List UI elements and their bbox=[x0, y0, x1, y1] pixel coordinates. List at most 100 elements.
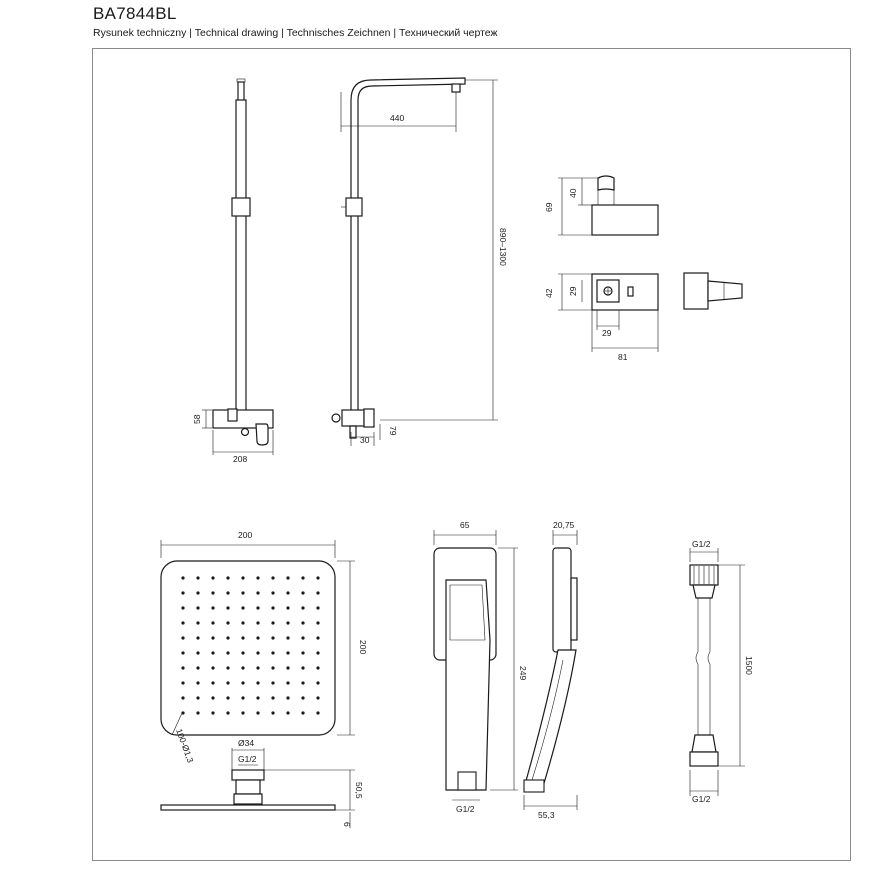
head-shower-top: 200 200 100-Ø1,3 bbox=[160, 530, 368, 764]
nozzle-dot bbox=[301, 696, 305, 700]
nozzle-dot bbox=[181, 621, 185, 625]
nozzle-dot bbox=[226, 711, 230, 715]
nozzle-dot bbox=[211, 696, 215, 700]
nozzle-dot bbox=[226, 681, 230, 685]
nozzle-dot bbox=[286, 576, 290, 580]
shower-hose: G1/2 1500 G1/2 bbox=[689, 539, 754, 804]
dim-head-width: 200 bbox=[238, 530, 252, 540]
nozzle-dot bbox=[181, 606, 185, 610]
head-shower-side: Ø34 G1/2 50,5 6 bbox=[160, 738, 364, 828]
nozzle-dot bbox=[271, 651, 275, 655]
nozzle-dot bbox=[301, 636, 305, 640]
nozzle-dot bbox=[286, 591, 290, 595]
dim-holder-69: 69 bbox=[544, 202, 554, 212]
nozzle-dot bbox=[181, 576, 185, 580]
nozzle-dot bbox=[271, 711, 275, 715]
nozzle-dot bbox=[241, 681, 245, 685]
dim-height-range: 890–1300 bbox=[498, 228, 508, 266]
nozzle-dot bbox=[196, 651, 200, 655]
dim-holder-29h: 29 bbox=[568, 286, 578, 296]
nozzle-dot bbox=[181, 711, 185, 715]
nozzle-dot bbox=[196, 666, 200, 670]
hand-shower-side: 20,75 55,3 bbox=[523, 520, 578, 820]
nozzle-dot bbox=[241, 606, 245, 610]
nozzle-dot bbox=[256, 681, 260, 685]
nozzle-dot bbox=[181, 696, 185, 700]
nozzle-dot bbox=[241, 711, 245, 715]
nozzle-dot bbox=[301, 651, 305, 655]
dim-outlet-height: 79 bbox=[388, 426, 398, 436]
nozzle-dot bbox=[316, 576, 320, 580]
nozzle-dot bbox=[226, 621, 230, 625]
nozzle-dot bbox=[226, 576, 230, 580]
nozzle-dot bbox=[226, 666, 230, 670]
nozzle-dot bbox=[211, 606, 215, 610]
nozzle-dot bbox=[196, 576, 200, 580]
nozzle-dot bbox=[196, 696, 200, 700]
nozzle-dot bbox=[256, 621, 260, 625]
nozzle-dot bbox=[256, 576, 260, 580]
nozzle-dot bbox=[256, 711, 260, 715]
dim-conn-diameter: Ø34 bbox=[238, 738, 254, 748]
nozzle-dot bbox=[256, 636, 260, 640]
nozzle-dot bbox=[226, 591, 230, 595]
dim-holder-29w: 29 bbox=[602, 328, 612, 338]
nozzle-dot bbox=[316, 636, 320, 640]
column-side-view: 440 890–1300 30 79 bbox=[331, 77, 508, 446]
nozzle-dot bbox=[211, 576, 215, 580]
nozzle-dot bbox=[256, 651, 260, 655]
nozzle-dot bbox=[241, 666, 245, 670]
nozzle-dot bbox=[211, 636, 215, 640]
nozzle-dot bbox=[271, 681, 275, 685]
nozzle-dot bbox=[196, 681, 200, 685]
nozzle-dot bbox=[196, 591, 200, 595]
nozzle-dot bbox=[256, 591, 260, 595]
dim-hand-thread: G1/2 bbox=[456, 804, 475, 814]
nozzle-dot bbox=[181, 651, 185, 655]
nozzle-dot bbox=[286, 621, 290, 625]
nozzle-dot bbox=[316, 606, 320, 610]
holder-views: 69 40 42 29 29 81 bbox=[544, 175, 743, 362]
nozzle-dot bbox=[256, 666, 260, 670]
nozzle-dot bbox=[286, 606, 290, 610]
nozzle-dot bbox=[211, 621, 215, 625]
nozzle-dot bbox=[286, 651, 290, 655]
nozzle-dot bbox=[196, 606, 200, 610]
nozzle-dot bbox=[226, 651, 230, 655]
nozzle-dot bbox=[226, 606, 230, 610]
hand-shower-front: 65 249 G1/2 bbox=[433, 520, 528, 814]
nozzle-dot bbox=[211, 711, 215, 715]
dim-mixer-width: 208 bbox=[233, 454, 247, 464]
nozzle-dot bbox=[286, 666, 290, 670]
nozzle-dot bbox=[271, 666, 275, 670]
nozzle-dot bbox=[286, 636, 290, 640]
nozzle-dot bbox=[241, 621, 245, 625]
nozzle-dot bbox=[226, 696, 230, 700]
nozzle-dot bbox=[211, 651, 215, 655]
nozzle-dot bbox=[211, 681, 215, 685]
dim-conn-thread: G1/2 bbox=[238, 754, 257, 764]
dim-arm-reach: 440 bbox=[390, 113, 404, 123]
dim-hose-top: G1/2 bbox=[692, 539, 711, 549]
nozzle-dot bbox=[211, 666, 215, 670]
nozzle-dot bbox=[181, 666, 185, 670]
model-title: BA7844BL bbox=[93, 4, 177, 23]
nozzle-dot bbox=[286, 711, 290, 715]
nozzle-dot bbox=[286, 681, 290, 685]
dim-holder-42: 42 bbox=[544, 288, 554, 298]
column-front-view: 58 208 bbox=[192, 78, 274, 464]
nozzle-dot bbox=[301, 621, 305, 625]
nozzle-dot bbox=[196, 621, 200, 625]
dim-hand-side: 55,3 bbox=[538, 810, 555, 820]
nozzle-dot bbox=[316, 711, 320, 715]
nozzle-dot bbox=[241, 651, 245, 655]
nozzle-dot bbox=[241, 636, 245, 640]
nozzle-dot bbox=[241, 591, 245, 595]
nozzle-dot bbox=[256, 606, 260, 610]
nozzle-dot bbox=[316, 621, 320, 625]
nozzle-dot bbox=[271, 591, 275, 595]
nozzle-dot bbox=[271, 621, 275, 625]
nozzle-dot bbox=[256, 696, 260, 700]
drawing-frame bbox=[92, 48, 851, 861]
